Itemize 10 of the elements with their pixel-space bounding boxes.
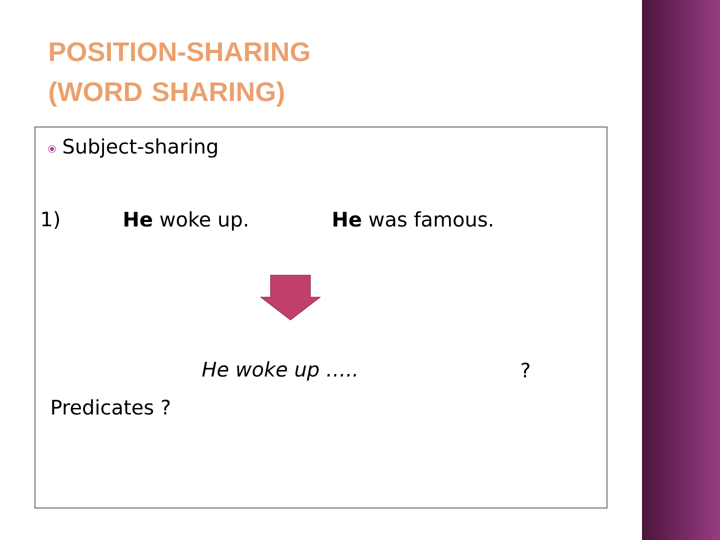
sentence: He woke up.	[124, 211, 248, 231]
question-mark: ?	[522, 362, 530, 378]
note-text: Predicates ?	[52, 399, 170, 415]
list-number: 1)	[42, 211, 60, 229]
sentence: He woke up …..	[202, 361, 356, 381]
sentence: He was famous.	[334, 211, 492, 227]
title: POSITION-SHARING (WORD SHARING)	[50, 42, 310, 107]
bullet-text: Subject-sharing	[64, 138, 217, 158]
block-arrow	[260, 274, 321, 320]
content-frame	[34, 126, 608, 508]
